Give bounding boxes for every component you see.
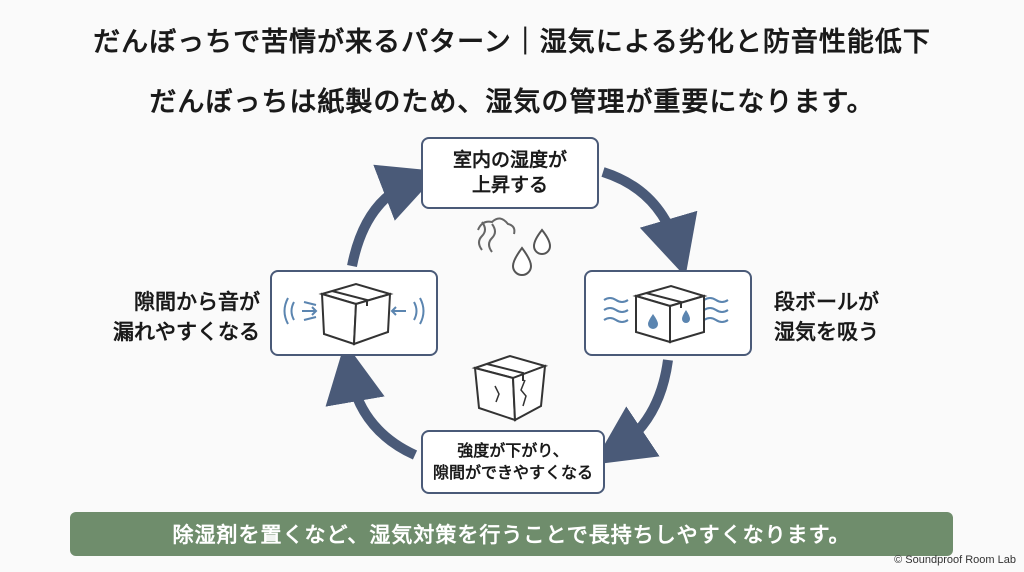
label-absorb-line1: 段ボールが xyxy=(774,290,879,314)
label-absorb: 段ボールが 湿気を吸う xyxy=(774,287,879,348)
cycle-node-leak xyxy=(270,270,438,356)
sound-leak-box-icon xyxy=(283,282,425,346)
cycle-node-humidity: 室内の湿度が 上昇する xyxy=(421,137,599,209)
label-leak-line1: 隙間から音が xyxy=(134,290,260,314)
label-absorb-line2: 湿気を吸う xyxy=(774,320,879,345)
arrow-bottom-left xyxy=(325,342,418,460)
advice-banner: 除湿剤を置くなど、湿気対策を行うことで長持ちしやすくなります。 xyxy=(70,512,953,556)
label-leak-line2: 漏れやすくなる xyxy=(113,320,260,345)
arrow-top-right xyxy=(601,167,698,277)
damaged-box-icon xyxy=(471,354,549,422)
wet-box-icon xyxy=(603,284,729,344)
node-weaken-line2: 隙間ができやすくなる xyxy=(432,463,593,482)
node-weaken-line1: 強度が下がり、 xyxy=(457,441,569,461)
label-leak: 隙間から音が 漏れやすくなる xyxy=(90,287,260,348)
copyright-credit: © Soundproof Room Lab xyxy=(894,554,1016,566)
arrow-left-top xyxy=(347,164,441,267)
steam-droplet-icon xyxy=(477,217,552,276)
page-subtitle: だんぼっちは紙製のため、湿気の管理が重要になります。 xyxy=(149,87,875,118)
page-title: だんぼっちで苦情が来るパターン｜湿気による劣化と防音性能低下 xyxy=(93,27,931,58)
advice-banner-text: 除湿剤を置くなど、湿気対策を行うことで長持ちしやすくなります。 xyxy=(172,523,851,547)
node-humidity-line1: 室内の湿度が xyxy=(452,149,567,172)
cycle-node-weaken: 強度が下がり、 隙間ができやすくなる xyxy=(421,430,605,494)
node-humidity-line2: 上昇する xyxy=(471,174,548,196)
arrow-right-bottom xyxy=(593,359,673,465)
cycle-node-absorb xyxy=(584,270,752,356)
